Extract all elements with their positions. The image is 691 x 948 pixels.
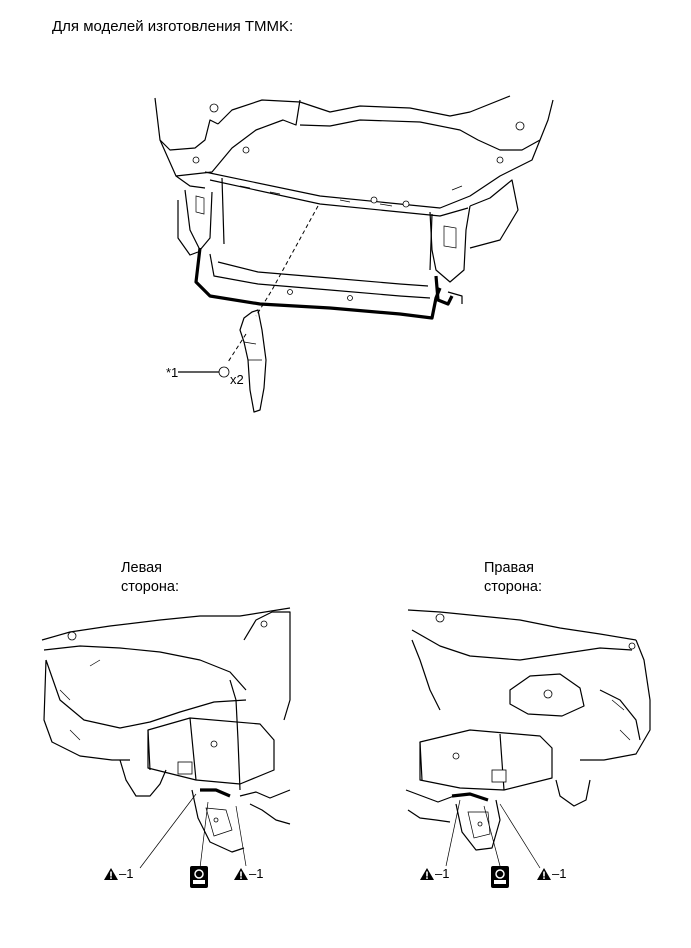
- right-callout-1: –1: [435, 866, 450, 881]
- caution-triangle-icon: [420, 868, 434, 880]
- bolt-quantity-label: x2: [230, 372, 244, 387]
- right-callout-2: –1: [552, 866, 567, 881]
- left-callout-2: –1: [249, 866, 264, 881]
- right-side-label: Правая сторона:: [484, 559, 542, 597]
- right-callout-2-number: 1: [559, 866, 567, 881]
- left-side-label-line2: сторона:: [121, 579, 180, 595]
- right-callout-1-number: 1: [442, 866, 450, 881]
- left-callout-1-number: 1: [126, 866, 134, 881]
- right-side-label-line2: сторона:: [484, 579, 543, 595]
- callout-bolt-label: *1: [166, 365, 179, 380]
- bolt-icon: [218, 366, 230, 378]
- left-side-label: Левая сторона:: [121, 559, 179, 597]
- left-callout-1: –1: [119, 866, 134, 881]
- sealant-icon: [491, 866, 509, 888]
- left-callout-2-number: 1: [256, 866, 264, 881]
- left-side-illustration: [41, 607, 291, 869]
- caution-triangle-icon: [537, 868, 551, 880]
- sealant-icon: [190, 866, 208, 888]
- caution-triangle-icon: [104, 868, 118, 880]
- right-side-illustration: [405, 609, 651, 869]
- radiator-support-illustration: [154, 95, 554, 413]
- caution-triangle-icon: [234, 868, 248, 880]
- right-side-label-line1: Правая: [484, 560, 535, 576]
- left-side-label-line1: Левая: [121, 560, 163, 576]
- page-heading: Для моделей изготовления TMMK:: [52, 18, 294, 35]
